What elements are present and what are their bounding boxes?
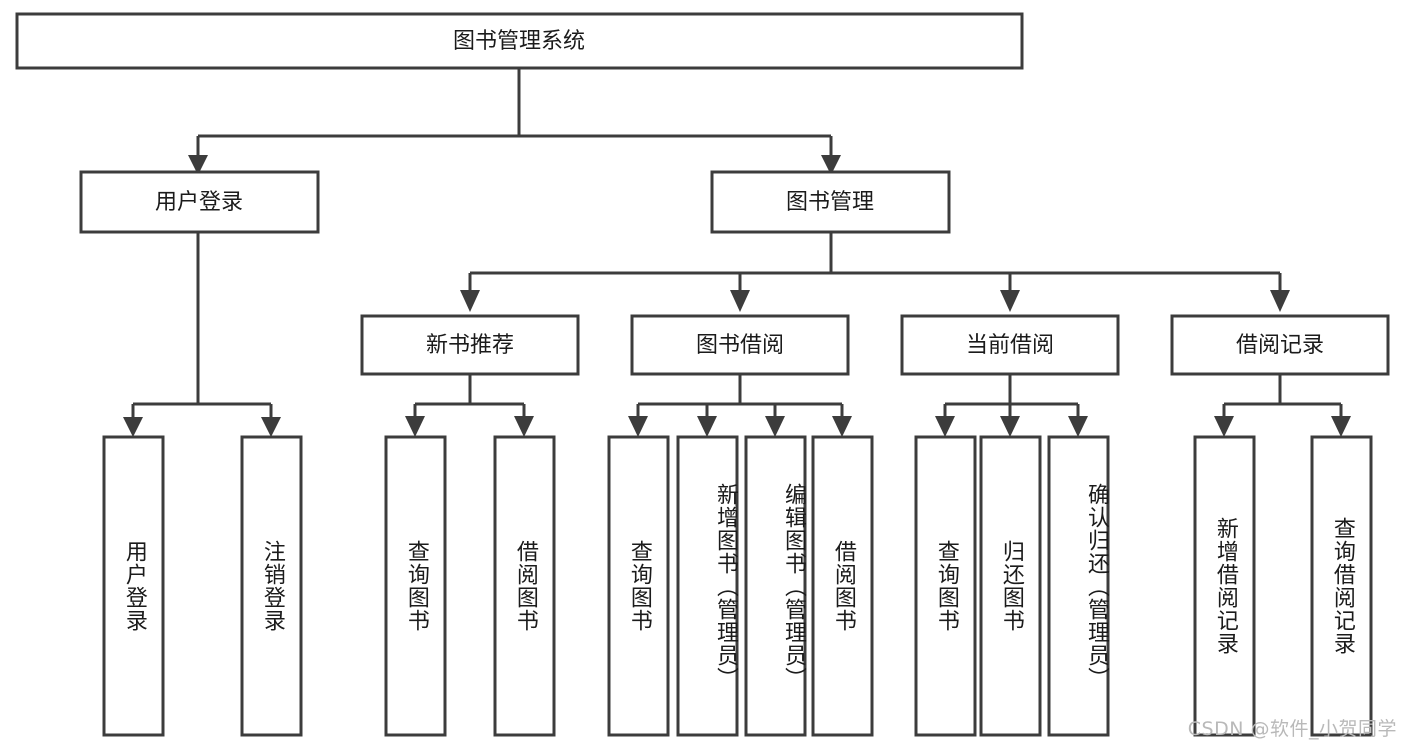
node-root[interactable]: 图书管理系统: [15, 12, 1024, 70]
node-leaf-return-book[interactable]: [979, 435, 1042, 737]
node-leaf-edit-book[interactable]: [744, 435, 807, 737]
connector-root-to-level2: [188, 68, 841, 175]
node-leaf-query-book-3[interactable]: [914, 435, 977, 737]
node-leaf-query-record[interactable]: [1310, 435, 1373, 737]
node-leaf-user-login[interactable]: [102, 435, 165, 737]
node-leaf-logout[interactable]: [240, 435, 303, 737]
connector-current-borrow-to-leaves: [935, 375, 1088, 437]
node-current-borrow-label: 当前借阅: [966, 333, 1054, 358]
connector-borrow-record-to-leaves: [1214, 375, 1351, 437]
connector-book-borrow-to-leaves: [628, 375, 852, 437]
node-root-label: 图书管理系统: [453, 29, 585, 54]
node-book-manage[interactable]: 图书管理: [710, 170, 951, 234]
csdn-watermark: CSDN @软件_小贺同学: [1187, 718, 1397, 740]
node-book-manage-label: 图书管理: [786, 190, 874, 215]
node-user-login-label: 用户登录: [155, 190, 243, 215]
node-borrow-record[interactable]: 借阅记录: [1170, 314, 1390, 376]
node-leaf-add-record[interactable]: [1193, 435, 1256, 737]
node-leaf-borrow-book-1[interactable]: [493, 435, 556, 737]
connector-user-login-to-leaves: [123, 232, 281, 437]
node-leaf-query-book-2[interactable]: [607, 435, 670, 737]
connector-book-manage-to-level3: [460, 232, 1290, 312]
node-borrow-record-label: 借阅记录: [1236, 333, 1324, 358]
node-user-login[interactable]: 用户登录: [79, 170, 320, 234]
node-current-borrow[interactable]: 当前借阅: [900, 314, 1120, 376]
node-leaf-borrow-book-2[interactable]: [811, 435, 874, 737]
node-book-borrow[interactable]: 图书借阅: [630, 314, 850, 376]
node-leaf-query-book-1[interactable]: [384, 435, 447, 737]
node-book-borrow-label: 图书借阅: [696, 333, 784, 358]
node-new-book-rec-label: 新书推荐: [426, 333, 514, 358]
node-leaf-add-book[interactable]: [676, 435, 739, 737]
node-leaf-confirm-return[interactable]: [1047, 435, 1110, 737]
connector-new-book-rec-to-leaves: [405, 375, 534, 437]
node-new-book-rec[interactable]: 新书推荐: [360, 314, 580, 376]
